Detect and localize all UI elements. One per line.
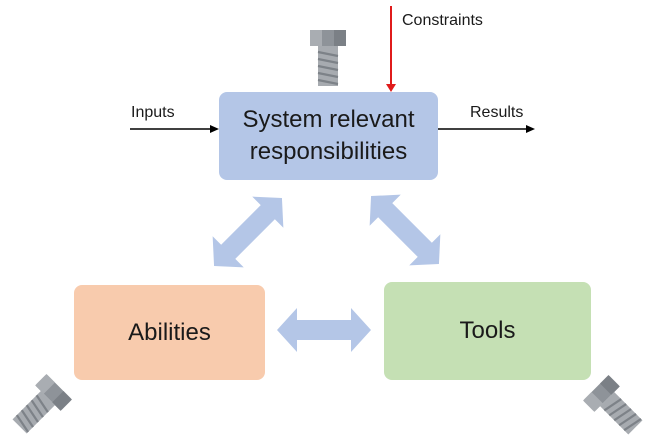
bolt-bottom-right-icon [581, 373, 650, 439]
double-arrow-system-tools [369, 194, 441, 266]
tools-label: Tools [459, 317, 516, 344]
bolt-top-icon [308, 28, 348, 88]
double-arrow-abilities-tools [277, 308, 371, 352]
tools-box: Tools [384, 282, 591, 380]
output-arrowhead [526, 125, 535, 133]
results-label: Results [470, 104, 524, 121]
system-box-line1: System relevant [242, 106, 415, 133]
abilities-box: Abilities [74, 285, 265, 380]
constraints-label: Constraints [402, 12, 483, 29]
input-arrowhead [210, 125, 219, 133]
double-arrow-system-abilities [212, 196, 284, 268]
inputs-label: Inputs [131, 104, 175, 121]
abilities-label: Abilities [128, 318, 211, 346]
system-box-line2: responsibilities [249, 138, 408, 165]
system-responsibilities-box: System relevant responsibilities [219, 92, 438, 180]
constraint-arrowhead [386, 84, 396, 92]
bolt-bottom-left-icon [5, 372, 74, 439]
